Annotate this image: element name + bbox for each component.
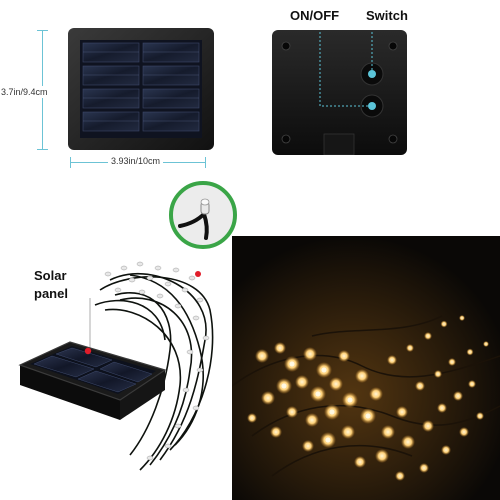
on-off-callout: ON/OFF [290,8,340,23]
solar-callout-line1: Solar [34,268,67,283]
switch-callout: Switch [366,8,408,23]
height-dimension-label: 3.7in/9.4cm [1,86,48,98]
solar-callout-line2: panel [34,286,68,301]
solar-panel-top-view [68,28,214,150]
solar-panel-callout: Solar panel [34,267,68,303]
led-closeup-magnifier [169,181,237,249]
width-dimension-label: 3.93in/10cm [108,156,164,166]
led-marker-dot [195,271,201,277]
battery-box-back-view [272,30,407,155]
lit-string-lights-photo [232,236,500,500]
panel-marker-dot [84,347,92,355]
string-lights-with-solar-panel [18,261,214,471]
